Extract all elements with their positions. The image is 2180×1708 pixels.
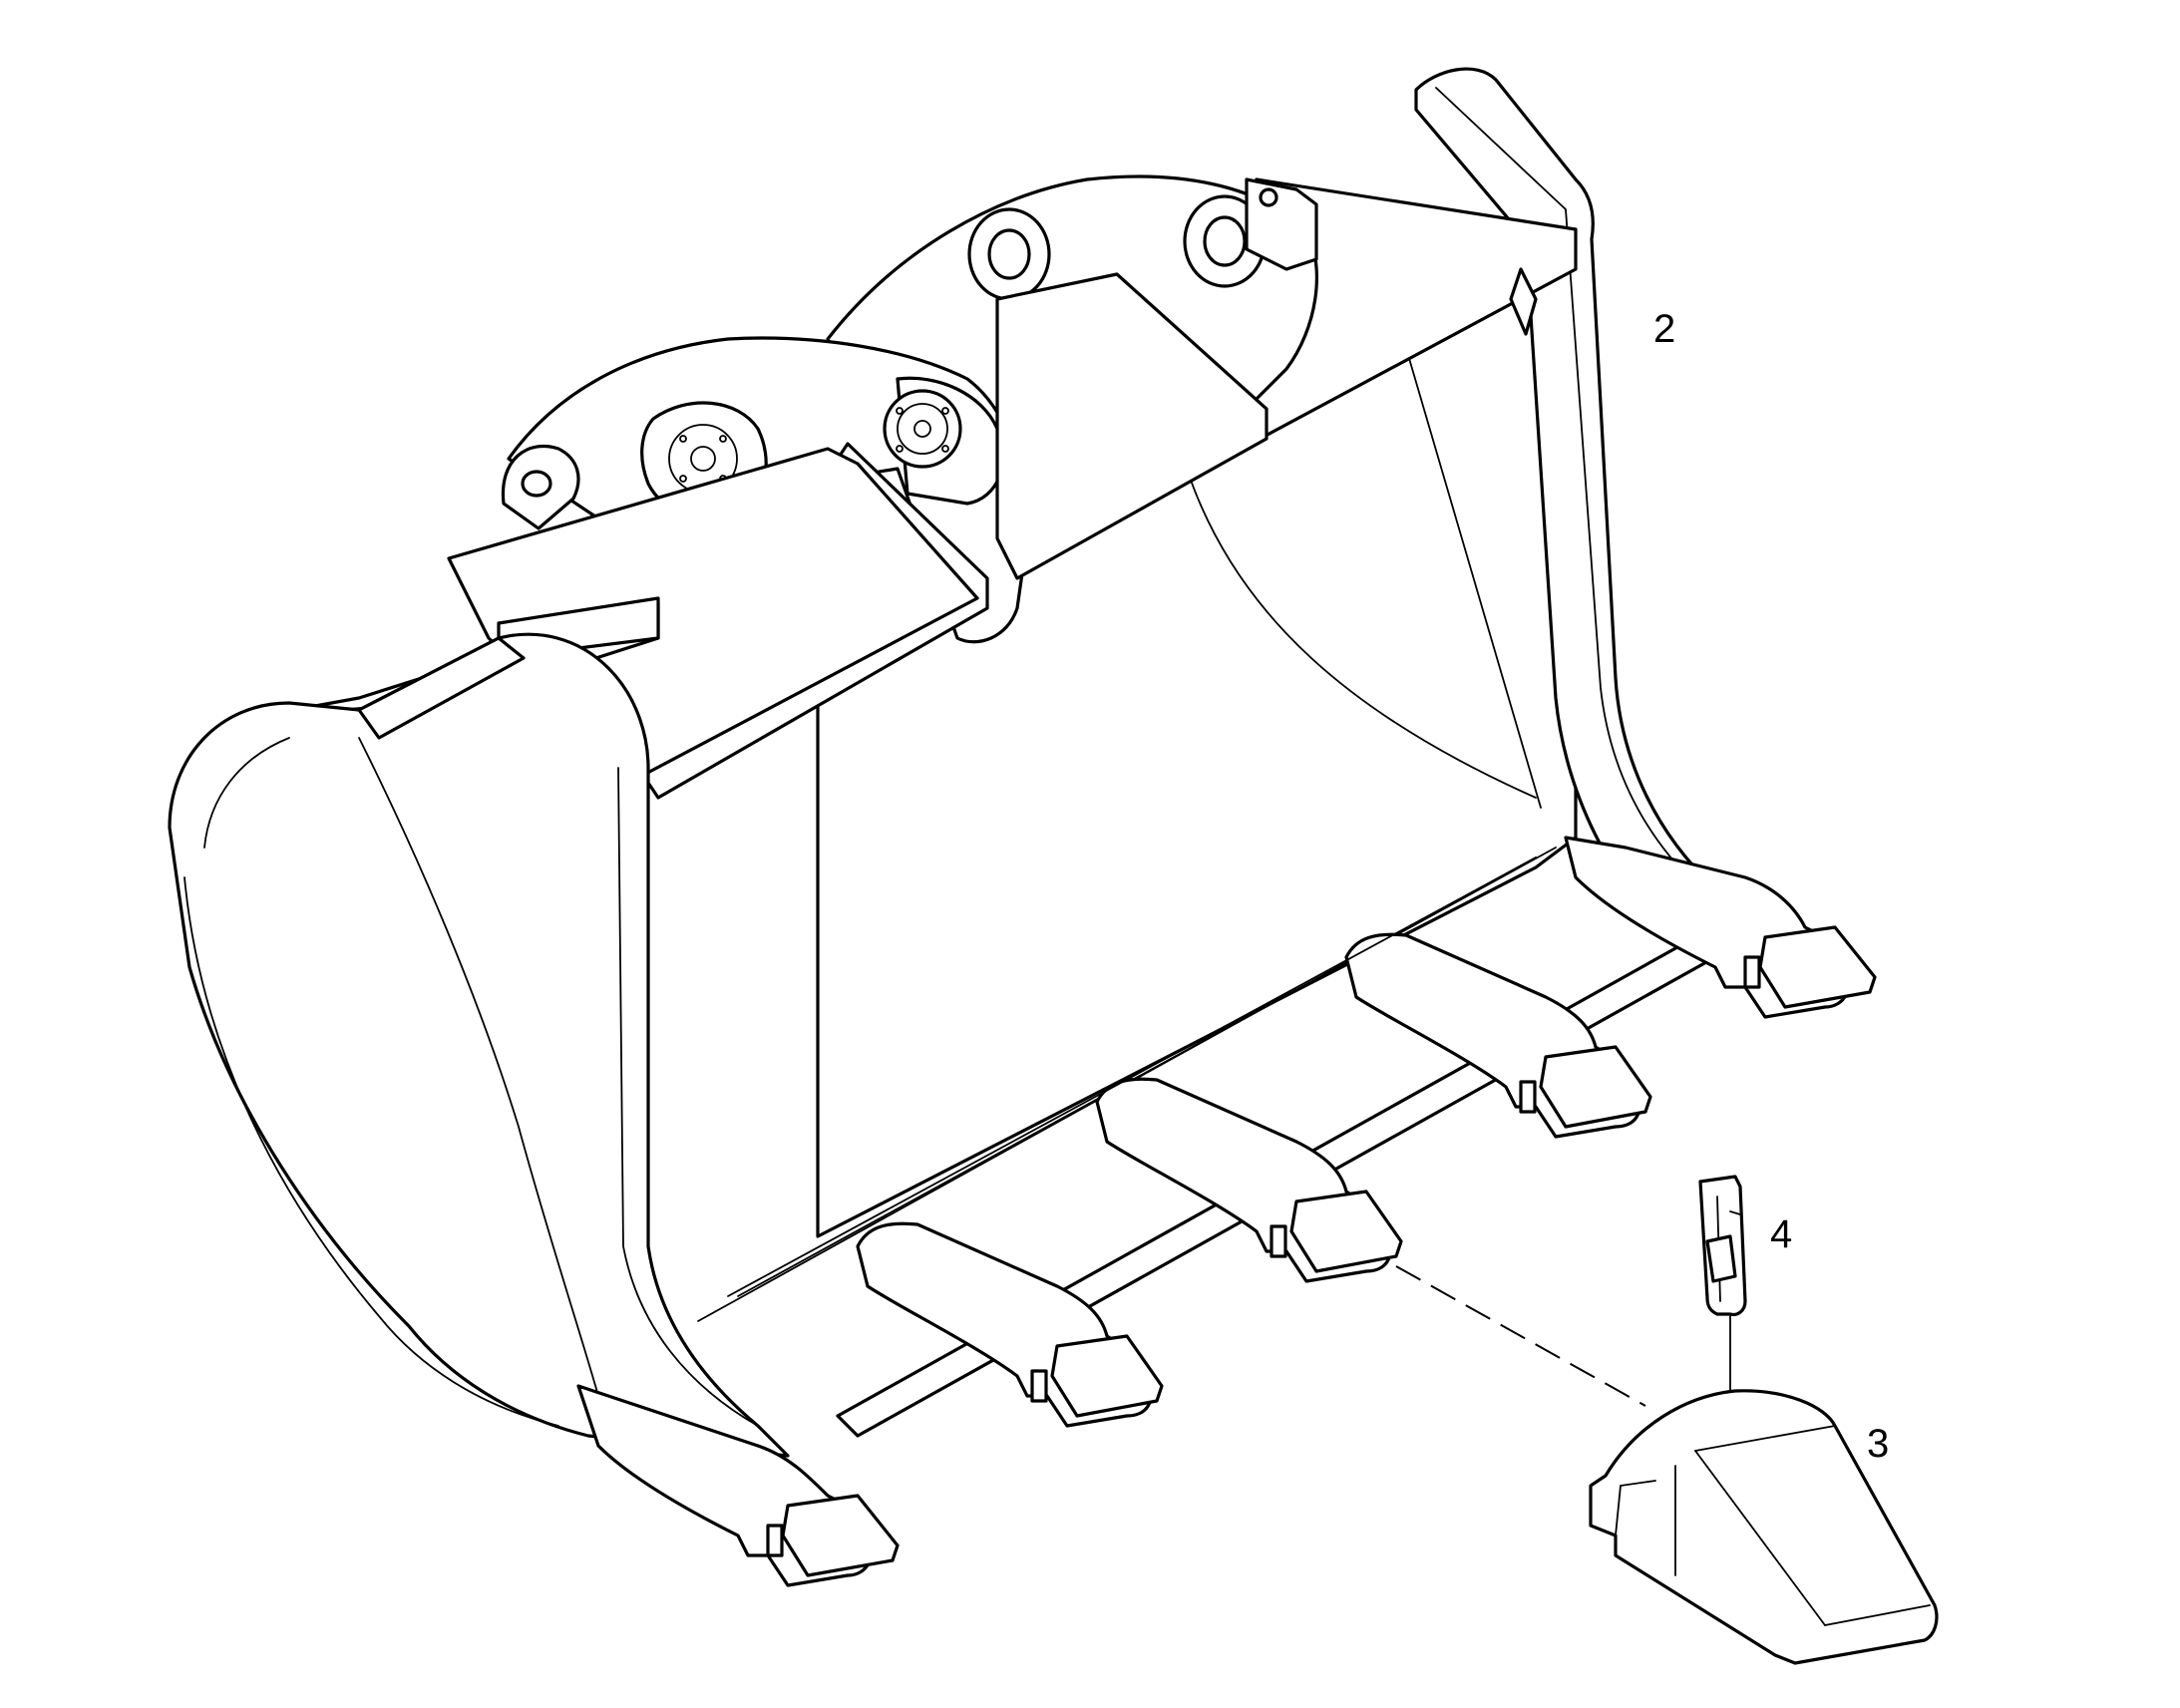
callout-4: 4	[1770, 1212, 1793, 1256]
bucket-floor-line	[727, 856, 1537, 1297]
callout-3: 3	[1867, 1422, 1890, 1466]
tooth-adapter-3	[1344, 932, 1652, 1139]
part-4-retainer-pin	[1698, 1175, 1747, 1317]
lifting-eye	[501, 444, 580, 530]
tooth-adapter-2	[1095, 1077, 1403, 1283]
assembly-dashed-line	[1395, 1265, 1646, 1407]
part-3-bucket-tooth	[1589, 1389, 1939, 1665]
corner-tooth-left	[576, 1384, 900, 1587]
bucket-left-inner-edge	[358, 737, 599, 1397]
hinge-pin-upper	[1245, 177, 1318, 271]
tooth-adapter-1	[856, 1221, 1164, 1428]
corner-tooth-right	[1564, 836, 1877, 1019]
bucket-left-side-plate	[168, 632, 790, 1458]
callout-2: 2	[1653, 307, 1676, 351]
